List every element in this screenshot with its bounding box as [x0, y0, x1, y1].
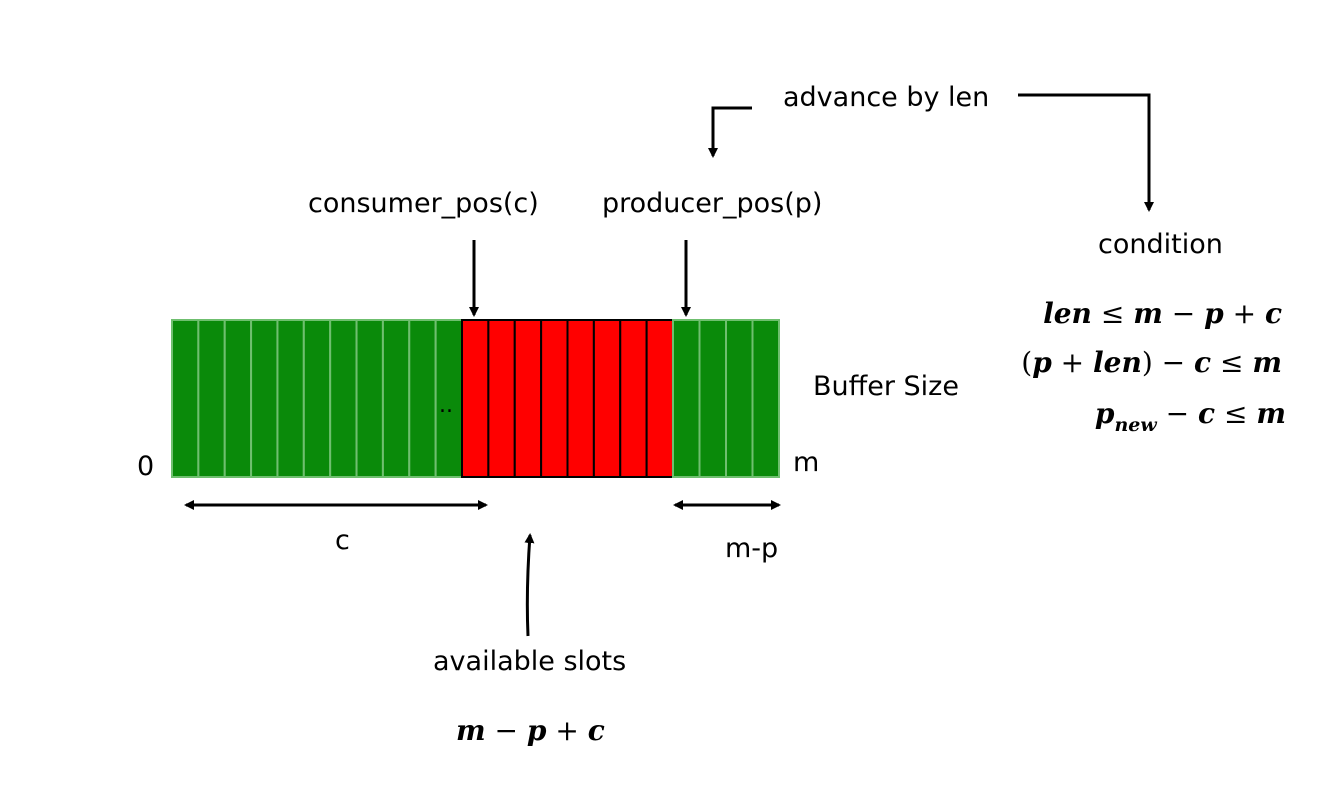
advance-left-arrow: [708, 106, 752, 158]
available-cell: [487, 319, 516, 478]
free-tail-cell: [725, 319, 754, 478]
ellipsis-dots: ..: [439, 393, 453, 418]
consumed-cell: [355, 319, 384, 478]
consumed-cell: [171, 319, 200, 478]
available-cell: [513, 319, 543, 478]
free-tail-cell: [698, 319, 727, 478]
consumed-cell: [434, 319, 463, 478]
consumed-cell: [223, 319, 253, 478]
producer-pos-label: producer_pos(p): [602, 188, 822, 219]
free-tail-cell: [751, 319, 780, 478]
advance-right-arrow: [1018, 93, 1154, 212]
buffer-start-label: 0: [137, 451, 154, 482]
consumer-pos-label: consumer_pos(c): [308, 188, 539, 219]
consumed-cell: [302, 319, 332, 478]
buffer-cells: [171, 319, 780, 478]
available-slots-arrow: [524, 533, 535, 637]
advance-by-len-label: advance by len: [783, 82, 989, 113]
consumed-cell: [381, 319, 411, 478]
consumed-cell: [329, 319, 358, 478]
consumed-cell: [408, 319, 437, 478]
available-cell: [540, 319, 569, 478]
available-cell: [566, 319, 595, 478]
consumed-span-label: c: [335, 525, 350, 556]
condition-formula-1: len ≤ m − p + c: [1043, 297, 1282, 330]
buffer-size-label: Buffer Size: [813, 371, 959, 402]
condition-formula-2: (p + len) − c ≤ m: [1021, 346, 1282, 379]
condition-label: condition: [1098, 229, 1223, 260]
available-cell: [619, 319, 648, 478]
available-cell: [645, 319, 674, 478]
free-tail-span-label: m-p: [725, 533, 778, 564]
available-slots-formula: m − p + c: [456, 714, 605, 747]
consumed-cell: [276, 319, 305, 478]
consumed-cell: [197, 319, 226, 478]
buffer-end-label: m: [793, 447, 819, 478]
available-cell: [592, 319, 622, 478]
available-cell: [461, 319, 490, 478]
available-slots-label: available slots: [433, 646, 626, 677]
free-tail-cell: [672, 319, 701, 478]
condition-formula-3: pnew − c ≤ m: [1095, 397, 1286, 436]
consumed-cell: [250, 319, 279, 478]
